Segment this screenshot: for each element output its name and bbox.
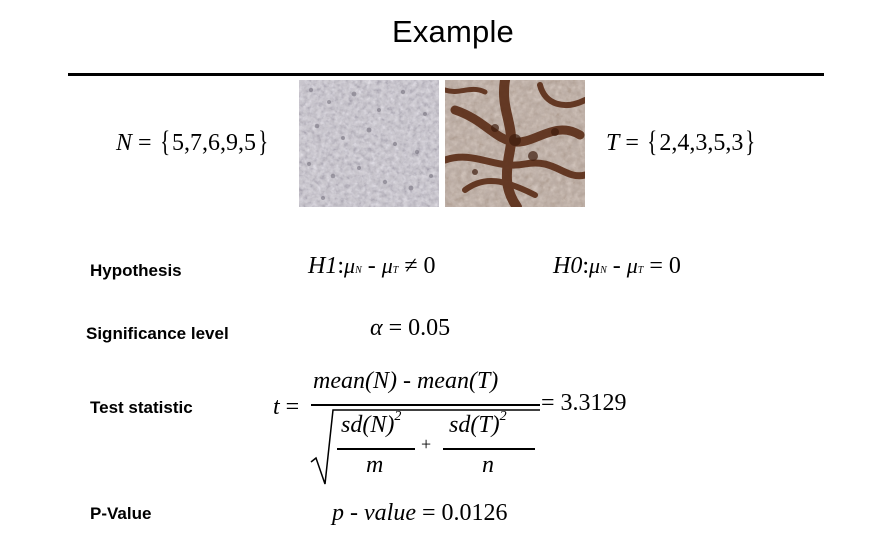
h1-sub-t: T	[392, 265, 399, 276]
normal-set-formula: N = {5,7,6,9,5}	[116, 124, 270, 158]
h1-relation: ≠	[398, 253, 424, 279]
p-value-label: P-Value	[90, 504, 152, 523]
square-root-sign	[310, 409, 540, 485]
t-symbol: t	[273, 394, 280, 420]
t-lhs: t =	[273, 394, 299, 421]
normal-set-equals: =	[132, 130, 158, 156]
p-value-lhs: p - value	[332, 500, 416, 526]
normal-set-symbol: N	[116, 130, 133, 156]
result-equals: =	[541, 390, 561, 416]
h1-mu-n: μ	[344, 253, 356, 278]
tumor-tissue-image	[445, 80, 585, 207]
h1-colon: :	[337, 253, 345, 279]
tumor-set-values: 2,4,3,5,3	[659, 130, 744, 156]
sd-n: sd(N)	[341, 412, 395, 438]
h1-mu-t: μ	[381, 253, 393, 278]
tumor-set-symbol: T	[606, 130, 620, 156]
alpha-symbol: α	[370, 315, 383, 341]
sd-n-term: sd(N)2	[341, 409, 402, 439]
normal-set-close-brace: }	[258, 125, 269, 158]
p-value-number: 0.0126	[441, 500, 508, 526]
tumor-set-open-brace: {	[647, 125, 658, 158]
sd-t: sd(T)	[449, 412, 500, 438]
h1-sub-n: N	[355, 265, 362, 276]
normal-tissue-image	[299, 80, 439, 207]
formula-numerator: mean(N) - mean(T)	[313, 368, 499, 394]
p-value-equals: =	[415, 500, 442, 526]
sd-n-fraction-bar	[337, 448, 415, 450]
hypothesis-label: Hypothesis	[90, 261, 182, 280]
h0-rhs: 0	[668, 253, 681, 279]
h0-sub-t: T	[637, 265, 644, 276]
tumor-set-equals: =	[619, 130, 645, 156]
test-statistic-label: Test statistic	[90, 398, 193, 417]
sd-t-term: sd(T)2	[449, 409, 507, 439]
title-divider	[68, 73, 824, 76]
sd-t-fraction-bar	[443, 448, 535, 450]
plus-sign: +	[421, 434, 432, 454]
alternative-hypothesis: H1:μN - μT ≠ 0	[308, 253, 436, 280]
main-fraction-bar	[311, 404, 540, 406]
p-value-formula: p - value = 0.0126	[332, 500, 508, 527]
h1-minus: -	[361, 253, 382, 279]
sd-t-square: 2	[499, 409, 507, 424]
h1-rhs: 0	[423, 253, 436, 279]
alpha-value: 0.05	[408, 315, 451, 341]
t-equals: =	[279, 394, 300, 420]
sd-n-square: 2	[394, 409, 402, 424]
h0-mu-t: μ	[626, 253, 638, 278]
h0-name: H0	[553, 253, 583, 279]
sample-size-m: m	[366, 452, 384, 478]
h1-name: H1	[308, 253, 338, 279]
result-value: 3.3129	[560, 390, 627, 416]
h0-mu-n: μ	[589, 253, 601, 278]
test-statistic-formula: t = mean(N) - mean(T) sd(N)2 m + sd(T)2 …	[273, 368, 673, 488]
tumor-set-formula: T = {2,4,3,5,3}	[606, 124, 758, 158]
normal-set-values: 5,7,6,9,5	[171, 130, 256, 156]
significance-level-label: Significance level	[86, 324, 229, 343]
h0-minus: -	[606, 253, 627, 279]
significance-level-formula: α = 0.05	[370, 315, 450, 342]
h0-relation: =	[643, 253, 669, 279]
slide-title: Example	[391, 14, 514, 49]
h0-colon: :	[582, 253, 590, 279]
sample-size-n: n	[482, 452, 494, 478]
tumor-set-close-brace: }	[745, 125, 756, 158]
null-hypothesis: H0:μN - μT = 0	[553, 253, 681, 280]
test-statistic-result: = 3.3129	[541, 390, 627, 417]
normal-set-open-brace: {	[159, 125, 170, 158]
alpha-equals: =	[382, 315, 409, 341]
h0-sub-n: N	[600, 265, 607, 276]
